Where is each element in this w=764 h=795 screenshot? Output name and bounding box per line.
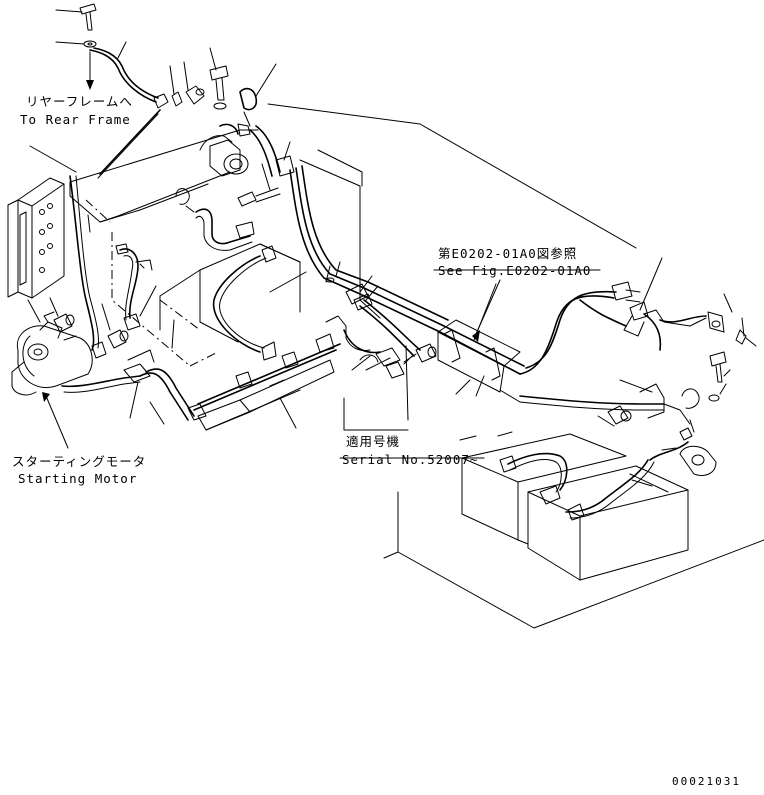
right-batteries <box>383 379 764 629</box>
starting-motor-label-en: Starting Motor <box>18 471 138 486</box>
drawing-number: 00021031 <box>672 775 741 788</box>
starting-motor-label-jp: スターティングモータ <box>12 454 147 469</box>
leaders <box>339 269 601 459</box>
battery-relay <box>175 111 295 213</box>
rear-frame-label-en: To Rear Frame <box>20 112 131 127</box>
see-fig-label-jp: 第E0202-01A0図参照 <box>438 246 578 261</box>
rear-frame-label-jp: リヤーフレームへ <box>26 94 133 109</box>
serial-label-jp: 適用号機 <box>346 434 401 449</box>
serial-label-en: Serial No.52007~ <box>342 452 479 467</box>
rear-frame-cable <box>29 3 637 249</box>
starting-motor <box>11 175 141 449</box>
battery-cables <box>115 208 307 361</box>
see-fig-label-en: See Fig.E0202-01A0 <box>438 263 592 278</box>
main-harness <box>289 165 757 403</box>
frame-plate <box>7 177 65 299</box>
right-bolt <box>708 351 731 402</box>
serial-bracket <box>343 343 437 431</box>
lower-clamps <box>123 315 381 431</box>
